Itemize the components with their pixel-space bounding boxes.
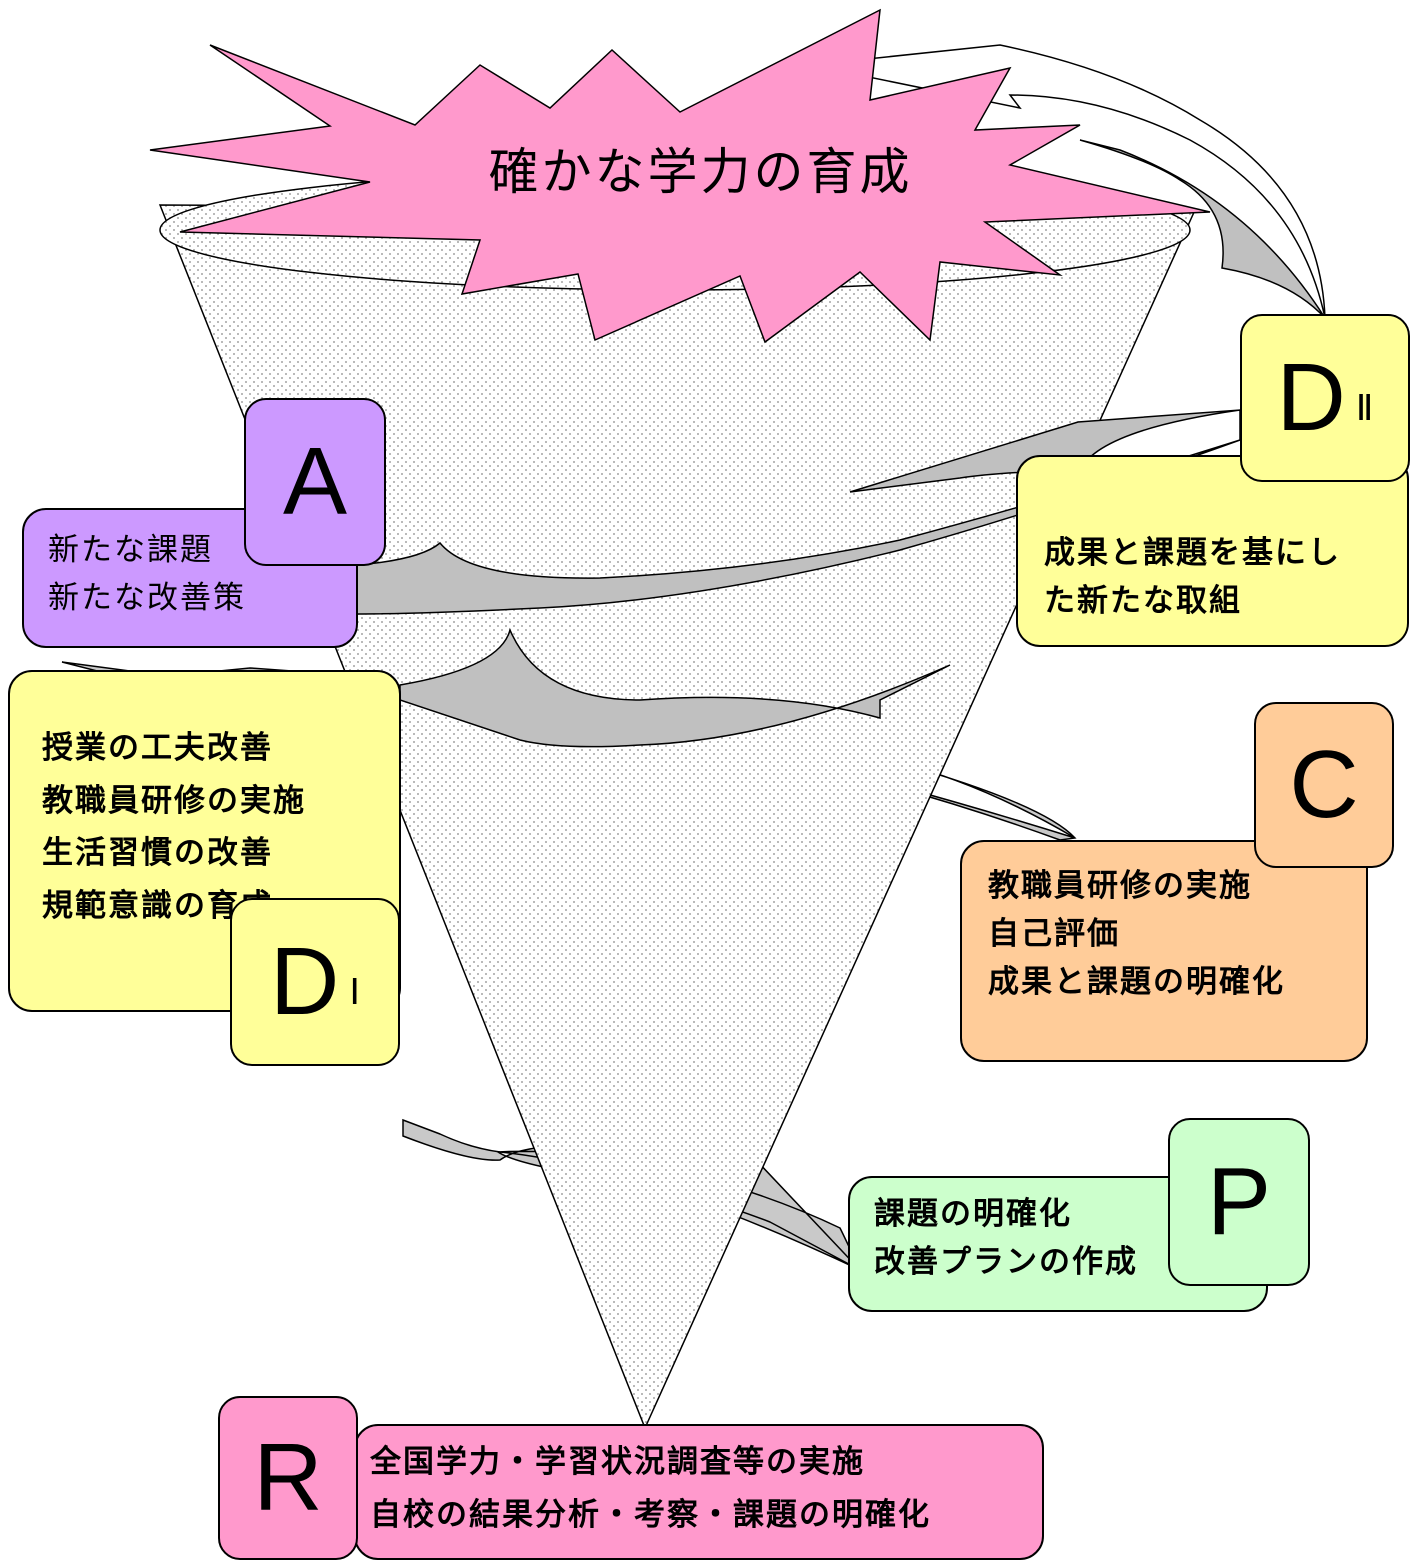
stage-d1-line: 教職員研修の実施 [42, 782, 306, 819]
goal-starburst [149, 8, 1211, 344]
stage-a-line: 新たな改善策 [48, 580, 246, 617]
stage-c-line: 教職員研修の実施 [988, 868, 1252, 904]
stage-d2-card: 成果と課題を基にし た新たな取組 [1016, 455, 1409, 647]
stage-d1-badge-letter: D [270, 928, 340, 1035]
stage-d1-line: 生活習慣の改善 [42, 835, 273, 872]
stage-a-card: 新たな課題 新たな改善策 [22, 508, 358, 648]
stage-c-card: 教職員研修の実施 自己評価 成果と課題の明確化 [960, 840, 1368, 1062]
stage-p-line: 改善プランの作成 [874, 1244, 1138, 1281]
stage-p-line: 課題の明確化 [874, 1196, 1072, 1232]
stage-a-lines: 新たな課題 新たな改善策 [48, 526, 246, 622]
stage-r-line: 自校の結果分析・考察・課題の明確化 [370, 1496, 931, 1533]
stage-c-lines: 教職員研修の実施 自己評価 成果と課題の明確化 [988, 862, 1285, 1006]
stage-d1-badge: D Ⅰ [230, 898, 400, 1066]
swirl-arrow-a-to-d2 [355, 409, 1241, 615]
stage-p-lines: 課題の明確化 改善プランの作成 [874, 1190, 1138, 1286]
stage-p-badge-letter: P [1206, 1148, 1272, 1255]
stage-d2-badge: D Ⅱ [1240, 314, 1410, 482]
stage-d1-line: 授業の工夫改善 [42, 730, 273, 766]
stage-d2-line: た新たな取組 [1044, 583, 1242, 620]
stage-r-card: 全国学力・学習状況調査等の実施 自校の結果分析・考察・課題の明確化 [354, 1424, 1044, 1560]
swirl-arrow-d1-to-c [399, 627, 951, 748]
stage-c-badge: C [1254, 702, 1394, 868]
stage-r-lines: 全国学力・学習状況調査等の実施 自校の結果分析・考察・課題の明確化 [370, 1436, 931, 1541]
stage-d2-badge-letter: D [1276, 344, 1346, 451]
stage-d2-lines: 成果と課題を基にし た新たな取組 [1044, 529, 1341, 625]
stage-p-badge: P [1168, 1118, 1310, 1286]
stage-r-line: 全国学力・学習状況調査等の実施 [370, 1444, 865, 1480]
goal-title: 確かな学力の育成 [488, 143, 913, 201]
stage-c-line: 自己評価 [988, 916, 1120, 953]
stage-a-line: 新たな課題 [48, 532, 213, 568]
stage-d1-lines: 授業の工夫改善 教職員研修の実施 生活習慣の改善 規範意識の育成 [42, 722, 306, 933]
swirl-arrow-inner-loop [1079, 139, 1326, 319]
stage-r-badge: R [218, 1396, 358, 1560]
stage-d1-badge-subscript: Ⅰ [349, 972, 360, 1012]
stage-d2-line: 成果と課題を基にし [1044, 535, 1341, 571]
stage-d2-badge-subscript: Ⅱ [1355, 388, 1374, 428]
stage-r-badge-letter: R [253, 1424, 323, 1531]
stage-c-line: 成果と課題の明確化 [988, 964, 1285, 1001]
stage-c-badge-letter: C [1289, 731, 1359, 838]
stage-a-badge-letter: A [282, 428, 348, 535]
stage-a-badge: A [244, 398, 386, 566]
